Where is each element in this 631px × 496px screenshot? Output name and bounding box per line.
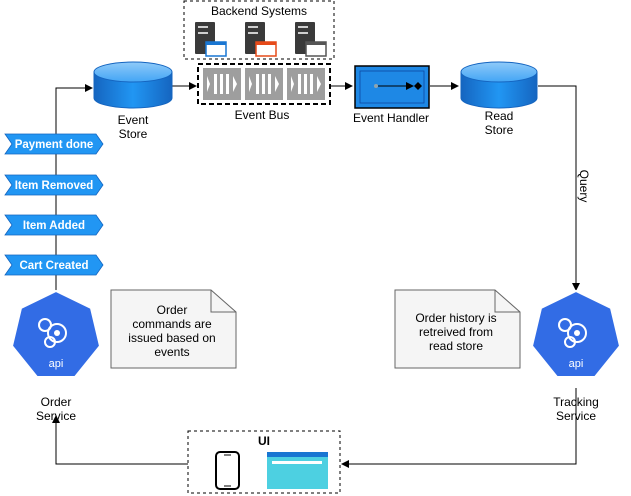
tracking-note-line: Order history is bbox=[415, 311, 496, 325]
backend-systems-title: Backend Systems bbox=[211, 4, 307, 18]
order-note-line: Order bbox=[157, 303, 188, 317]
order-note-line: events bbox=[154, 345, 189, 359]
tracking-note-line: read store bbox=[429, 339, 483, 353]
event-bus-label: Event Bus bbox=[235, 108, 290, 122]
queue-segment bbox=[287, 68, 325, 100]
order-service-api-icon bbox=[10, 289, 102, 378]
event-tag-label: Item Removed bbox=[15, 180, 94, 192]
event-handler-label: Event Handler bbox=[353, 111, 429, 125]
tracking-service-label-2: Service bbox=[556, 409, 596, 423]
tracking-service-api-text: api bbox=[569, 358, 584, 370]
backend-systems-group: Backend Systems bbox=[183, 0, 335, 60]
event-tag-label: Payment done bbox=[15, 139, 94, 151]
read-store-cylinder-icon bbox=[460, 61, 538, 109]
event-tag: Payment done bbox=[4, 133, 104, 155]
event-tag: Item Removed bbox=[4, 174, 104, 196]
server-icon bbox=[195, 22, 227, 57]
order-service-label-2: Service bbox=[36, 409, 76, 423]
tracking-note: Order history is retreived from read sto… bbox=[394, 289, 521, 369]
ui-group: UI bbox=[187, 430, 341, 494]
read-store-label-2: Store bbox=[485, 123, 514, 137]
ui-to-order-service-arrow bbox=[52, 415, 188, 465]
query-label: Query bbox=[577, 170, 591, 203]
queue-segment bbox=[245, 68, 283, 100]
connectors bbox=[52, 82, 580, 468]
event-tag: Cart Created bbox=[4, 254, 104, 276]
browser-window-icon bbox=[267, 452, 328, 489]
read-store-label-1: Read bbox=[485, 109, 514, 123]
order-service-label-1: Order bbox=[41, 395, 72, 409]
order-service-api-text: api bbox=[49, 358, 64, 370]
ui-label: UI bbox=[258, 434, 270, 448]
queue-segment bbox=[203, 68, 241, 100]
order-note-line: commands are bbox=[132, 317, 212, 331]
event-bus-icon bbox=[197, 63, 331, 105]
event-store-cylinder-icon bbox=[93, 61, 173, 109]
mobile-phone-icon bbox=[215, 451, 240, 490]
order-note: Order commands are issued based on event… bbox=[110, 289, 237, 369]
event-tag-label: Cart Created bbox=[19, 260, 88, 272]
event-tags: Payment done Item Removed Item Added Car… bbox=[4, 133, 104, 276]
tracking-note-line: retreived from bbox=[419, 325, 493, 339]
event-handler-icon bbox=[354, 65, 430, 109]
event-store-label-1: Event bbox=[118, 113, 149, 127]
tracking-service-label-1: Tracking bbox=[553, 395, 599, 409]
server-icon bbox=[295, 22, 327, 57]
event-tag: Item Added bbox=[4, 214, 104, 236]
query-arrow bbox=[538, 85, 580, 291]
tracking-service-api-icon bbox=[530, 289, 622, 378]
event-tag-label: Item Added bbox=[23, 220, 85, 232]
server-icon bbox=[245, 22, 277, 57]
tracking-to-ui-arrow bbox=[341, 388, 577, 468]
order-note-line: issued based on bbox=[128, 331, 215, 345]
event-store-label-2: Store bbox=[119, 127, 148, 141]
